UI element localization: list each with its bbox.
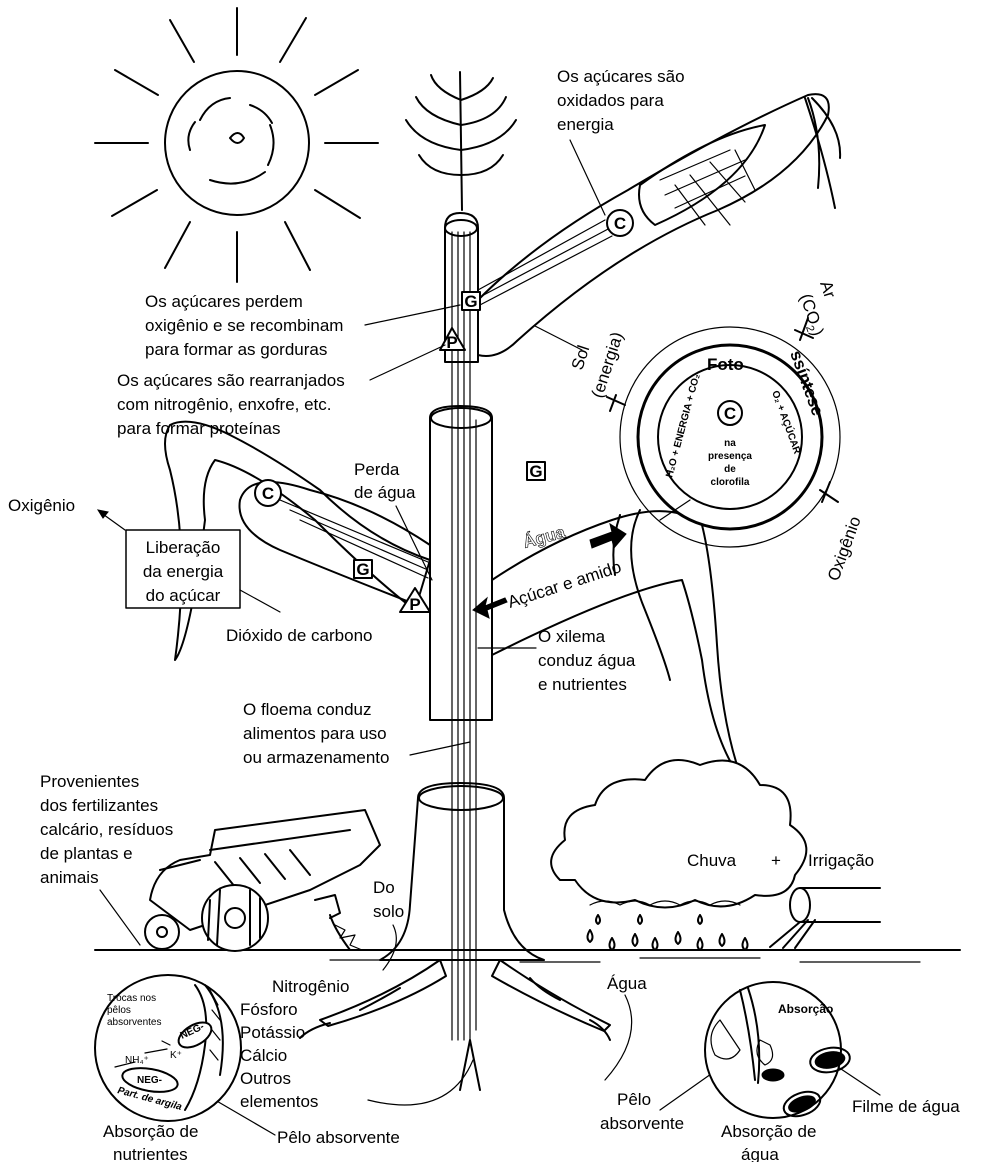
marker-g-top: G — [464, 292, 477, 311]
svg-text:Provenientes: Provenientes — [40, 772, 139, 791]
svg-text:de plantas e: de plantas e — [40, 844, 133, 863]
svg-text:Outros: Outros — [240, 1069, 291, 1088]
svg-text:Perda: Perda — [354, 460, 400, 479]
label-water-loss: Perda de água — [354, 460, 416, 502]
svg-text:Os açúcares são rearranjados: Os açúcares são rearranjados — [117, 371, 345, 390]
svg-text:oxigênio e se recombinam: oxigênio e se recombinam — [145, 316, 343, 335]
svg-text:de: de — [724, 464, 736, 475]
svg-text:Fósforo: Fósforo — [240, 1000, 298, 1019]
svg-text:NEG-: NEG- — [137, 1075, 162, 1086]
svg-text:Foto: Foto — [707, 355, 744, 374]
svg-text:da energia: da energia — [143, 562, 224, 581]
nutrient-exchange-inset: Trocas nos pêlos absorventes NEG- NEG- N… — [95, 975, 241, 1121]
svg-text:dos fertilizantes: dos fertilizantes — [40, 796, 158, 815]
svg-text:água: água — [741, 1145, 779, 1162]
svg-text:do açúcar: do açúcar — [146, 586, 221, 605]
label-from-soil: Do solo — [373, 878, 404, 921]
svg-text:Do: Do — [373, 878, 395, 897]
label-proteins: Os açúcares são rearranjados com nitrogê… — [117, 371, 345, 438]
marker-g-right: G — [529, 462, 542, 481]
svg-text:absorvente: absorvente — [600, 1114, 684, 1133]
label-co2-left: Dióxido de carbono — [226, 626, 372, 645]
label-nutrients-list: Nitrogênio Fósforo Potássio Cálcio Outro… — [240, 977, 350, 1111]
svg-text:(energia): (energia) — [588, 330, 627, 401]
label-fertilizer-sources: Provenientes dos fertilizantes calcário,… — [40, 772, 173, 887]
irrigation-pipe — [770, 888, 880, 948]
label-plus: + — [771, 851, 781, 870]
svg-text:clorofila: clorofila — [711, 477, 750, 488]
label-oxygen-left: Oxigênio — [8, 496, 75, 515]
label-rain: Chuva — [687, 851, 737, 870]
svg-text:e nutrientes: e nutrientes — [538, 675, 627, 694]
marker-p-left: P — [409, 595, 420, 614]
label-root-hair-left: Pêlo absorvente — [277, 1128, 400, 1147]
svg-text:energia: energia — [557, 115, 614, 134]
upper-leaf — [478, 94, 840, 356]
fertilizer-truck — [145, 810, 380, 951]
svg-text:com nitrogênio, enxofre, etc.: com nitrogênio, enxofre, etc. — [117, 395, 332, 414]
svg-text:pêlos: pêlos — [107, 1005, 131, 1016]
label-water-film: Filme de água — [852, 1097, 960, 1116]
svg-text:oxidados para: oxidados para — [557, 91, 664, 110]
label-nutrient-absorption: Absorção de nutrientes — [103, 1122, 198, 1162]
svg-text:Cálcio: Cálcio — [240, 1046, 287, 1065]
svg-text:ou armazenamento: ou armazenamento — [243, 748, 389, 767]
svg-text:conduz água: conduz água — [538, 651, 636, 670]
svg-text:Liberação: Liberação — [146, 538, 221, 557]
svg-text:Sol: Sol — [568, 343, 594, 372]
svg-text:solo: solo — [373, 902, 404, 921]
svg-text:O xilema: O xilema — [538, 627, 606, 646]
svg-text:Ar: Ar — [816, 278, 839, 300]
svg-text:animais: animais — [40, 868, 99, 887]
svg-text:K⁺: K⁺ — [170, 1050, 182, 1061]
label-xylem: O xilema conduz água e nutrientes — [538, 627, 636, 694]
svg-text:Absorção de: Absorção de — [103, 1122, 198, 1141]
marker-c-left: C — [262, 484, 274, 503]
label-water-soil: Água — [607, 974, 647, 993]
label-fats: Os açúcares perdem oxigênio e se recombi… — [145, 292, 343, 359]
marker-p-top: P — [446, 333, 457, 352]
svg-text:NH₄⁺: NH₄⁺ — [125, 1055, 149, 1066]
svg-text:presença: presença — [708, 451, 752, 462]
svg-text:Pêlo: Pêlo — [617, 1090, 651, 1109]
label-phloem: O floema conduz alimentos para uso ou ar… — [243, 700, 389, 767]
svg-text:Nitrogênio: Nitrogênio — [272, 977, 350, 996]
svg-text:absorventes: absorventes — [107, 1017, 161, 1028]
svg-text:para formar proteínas: para formar proteínas — [117, 419, 280, 438]
label-root-hair-right: Pêlo absorvente — [600, 1090, 684, 1133]
svg-text:Absorção de: Absorção de — [721, 1122, 816, 1141]
svg-text:Os açúcares perdem: Os açúcares perdem — [145, 292, 303, 311]
marker-c-upper: C — [614, 214, 626, 233]
svg-text:Oxigênio: Oxigênio — [824, 514, 865, 584]
rain-cloud — [551, 760, 806, 950]
svg-text:Os açúcares são: Os açúcares são — [557, 67, 685, 86]
water-absorption-inset: Absorção — [705, 982, 852, 1121]
label-irrigation: Irrigação — [808, 851, 874, 870]
svg-text:alimentos para uso: alimentos para uso — [243, 724, 387, 743]
svg-text:O floema conduz: O floema conduz — [243, 700, 372, 719]
label-water-absorption: Absorção de água — [721, 1122, 816, 1162]
svg-text:Absorção: Absorção — [778, 1002, 833, 1016]
svg-text:elementos: elementos — [240, 1092, 318, 1111]
energy-release-box: Liberação da energia do açúcar — [126, 530, 240, 608]
svg-text:Potássio: Potássio — [240, 1023, 305, 1042]
label-oxidized: Os açúcares são oxidados para energia — [557, 67, 685, 134]
svg-text:nutrientes: nutrientes — [113, 1145, 188, 1162]
marker-g-left: G — [356, 560, 369, 579]
svg-text:para formar as gorduras: para formar as gorduras — [145, 340, 327, 359]
svg-text:C: C — [724, 404, 736, 423]
svg-text:na: na — [724, 438, 736, 449]
svg-text:de água: de água — [354, 483, 416, 502]
tassel-illustration — [406, 72, 516, 210]
svg-text:Trocas nos: Trocas nos — [107, 993, 156, 1004]
svg-text:calcário, resíduos: calcário, resíduos — [40, 820, 173, 839]
sun-illustration — [95, 8, 378, 282]
